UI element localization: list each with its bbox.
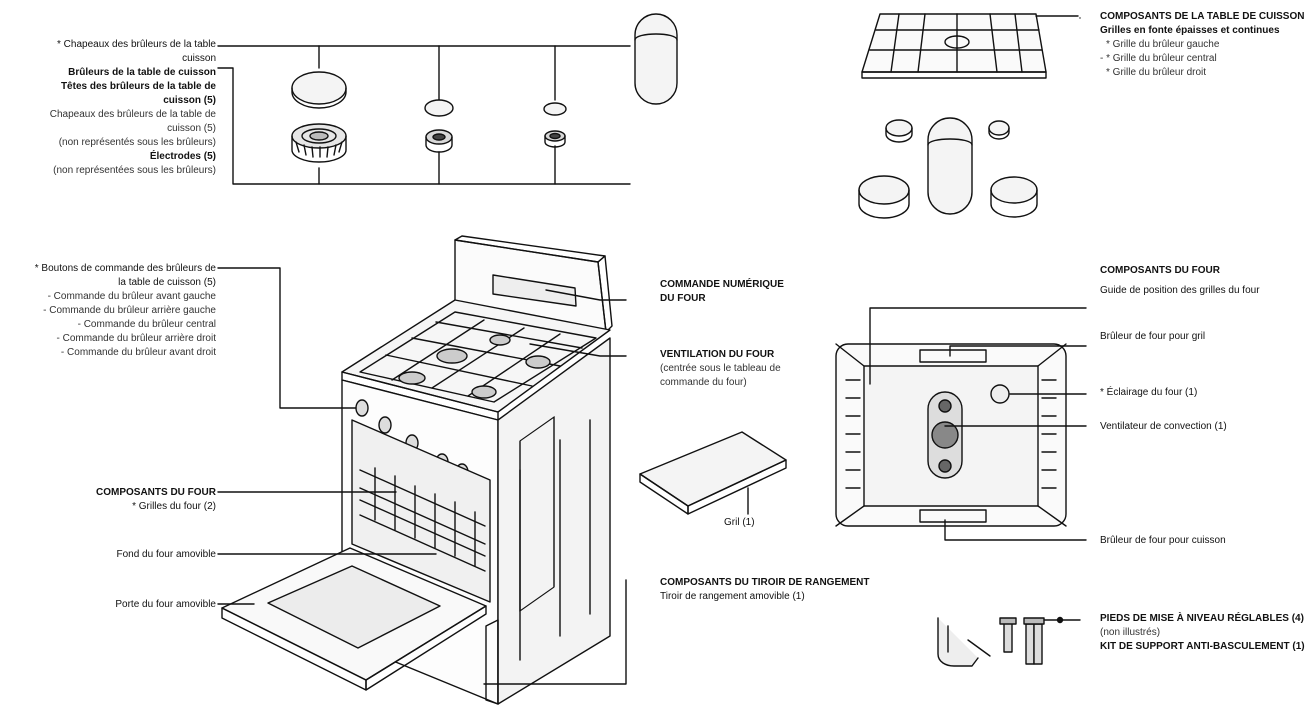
digital-line2: DU FOUR: [660, 293, 706, 304]
leader-lines: [217, 17, 1087, 685]
oven-right-title-block: COMPOSANTS DU FOUR Guide de position des…: [1100, 264, 1305, 298]
knob-front-left: - Commande du brûleur avant gauche: [47, 291, 216, 302]
broil-pan: [639, 431, 787, 515]
burner-head-small: [544, 130, 566, 148]
oven-cavity: [835, 343, 1067, 527]
burner-leader-lines: [217, 45, 631, 185]
caps-title: * Chapeaux des brûleurs de la table: [57, 39, 216, 50]
leveling-legs-and-bracket: [937, 616, 1081, 667]
caps-sub: Chapeaux des brûleurs de la table de: [49, 109, 216, 120]
drawer-title: COMPOSANTS DU TIROIR DE RANGEMENT: [660, 577, 870, 588]
anti-tip-kit: KIT DE SUPPORT ANTI-BASCULEMENT (1): [1100, 641, 1305, 652]
electrodes-label: Électrodes (5): [149, 151, 216, 162]
grate-center: - * Grille du brûleur central: [1100, 53, 1217, 64]
heads-title-2: cuisson (5): [163, 95, 216, 106]
oven-right-title: COMPOSANTS DU FOUR: [1100, 265, 1220, 276]
vent-note2: commande du four): [660, 377, 747, 388]
vent-labels: VENTILATION DU FOUR (centrée sous le tab…: [660, 348, 840, 390]
rack-guide-label: Guide de position des grilles du four: [1100, 285, 1260, 296]
oven-floor-label: Fond du four amovible: [116, 549, 216, 560]
digital-control-labels: COMMANDE NUMÉRIQUE DU FOUR: [660, 278, 840, 306]
electrodes-note: (non représentées sous les brûleurs): [53, 165, 216, 176]
vent-title: VENTILATION DU FOUR: [660, 349, 775, 360]
caps-title-2: cuisson: [182, 53, 216, 64]
cooktop-labels: COMPOSANTS DE LA TABLE DE CUISSON Grille…: [1100, 10, 1305, 80]
cooktop-caps-set: [858, 117, 1038, 219]
knobs-title-2: la table de cuisson (5): [118, 277, 216, 288]
knob-front-right: - Commande du brûleur avant droit: [60, 347, 216, 358]
legs-note: (non illustrés): [1100, 627, 1161, 638]
knobs-title: * Boutons de commande des brûleurs de: [34, 263, 216, 274]
knob-center: - Commande du brûleur central: [77, 319, 216, 330]
broil-pan-label: Gril (1): [724, 517, 755, 528]
grate-left: * Grille du brûleur gauche: [1106, 39, 1220, 50]
vent-note1: (centrée sous le tableau de: [660, 363, 781, 374]
burners-title: Brûleurs de la table de cuisson: [68, 67, 216, 78]
broil-burner-label: Brûleur de four pour gril: [1100, 331, 1206, 342]
knob-labels: * Boutons de commande des brûleurs de la…: [10, 262, 216, 360]
caps-note: (non représentés sous les brûleurs): [58, 137, 216, 148]
drawer-item: Tiroir de rangement amovible (1): [660, 591, 805, 602]
range-illustration: [221, 235, 613, 705]
burner-head-large: [291, 123, 347, 163]
cooktop-grates: [861, 13, 1079, 79]
burner-head-medium: [425, 129, 453, 153]
knob-rear-left: - Commande du brûleur arrière gauche: [43, 305, 216, 316]
legs-labels: PIEDS DE MISE À NIVEAU RÉGLABLES (4) (no…: [1100, 612, 1305, 654]
bake-burner-label: Brûleur de four pour cuisson: [1100, 535, 1226, 546]
burner-cap-small: [543, 102, 567, 116]
cooktop-grates: Grilles en fonte épaisses et continues: [1100, 25, 1280, 36]
oven-light-label: * Éclairage du four (1): [1100, 387, 1198, 398]
digital-line1: COMMANDE NUMÉRIQUE: [660, 279, 784, 290]
caps-sub-2: cuisson (5): [167, 123, 216, 134]
oven-left-labels: COMPOSANTS DU FOUR * Grilles du four (2): [20, 486, 216, 514]
burner-cap-large: [291, 71, 347, 109]
burner-cap-medium: [424, 99, 454, 117]
heads-title: Têtes des brûleurs de la table de: [60, 81, 216, 92]
oven-racks: * Grilles du four (2): [132, 501, 216, 512]
oval-burner-cap: [634, 13, 678, 105]
grate-right: * Grille du brûleur droit: [1106, 67, 1207, 78]
oven-door-label: Porte du four amovible: [115, 599, 216, 610]
knob-rear-right: - Commande du brûleur arrière droit: [56, 333, 216, 344]
cooktop-title: COMPOSANTS DE LA TABLE DE CUISSON: [1100, 11, 1305, 22]
burner-labels: * Chapeaux des brûleurs de la table cuis…: [20, 38, 216, 178]
convection-fan-label: Ventilateur de convection (1): [1100, 421, 1227, 432]
drawer-labels: COMPOSANTS DU TIROIR DE RANGEMENT Tiroir…: [660, 576, 890, 604]
oven-left-title: COMPOSANTS DU FOUR: [96, 487, 216, 498]
legs-title: PIEDS DE MISE À NIVEAU RÉGLABLES (4): [1100, 613, 1304, 624]
